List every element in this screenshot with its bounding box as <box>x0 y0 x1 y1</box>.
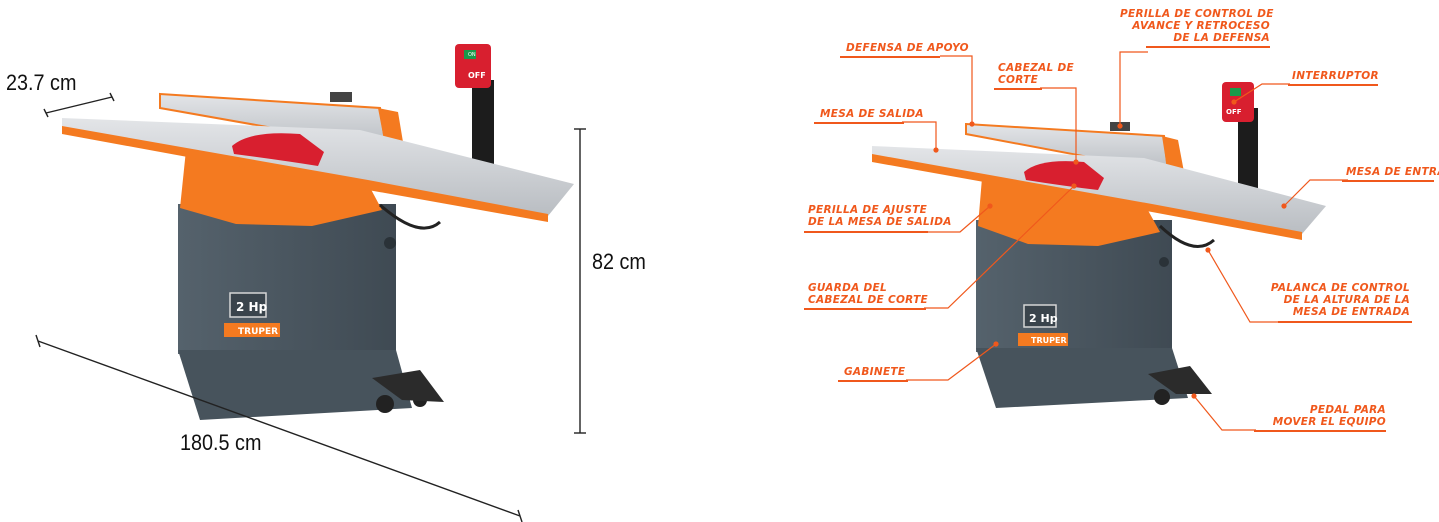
height-dimension-label: 82 cm <box>592 249 646 274</box>
cabinet-base <box>178 350 412 420</box>
cabinet <box>178 204 396 354</box>
label-pedal: PEDAL PARA MOVER EL EQUIPO <box>1272 404 1386 428</box>
switch-on-text: ON <box>468 52 476 58</box>
label-perilla-defensa: PERILLA DE CONTROL DE AVANCE Y RETROCESO… <box>1120 8 1274 44</box>
switch-off-text: OFF <box>468 71 486 80</box>
switch-post <box>472 80 494 168</box>
depth-dimension-label: 23.7 cm <box>6 70 77 95</box>
hp-badge-right: 2 Hp <box>1029 312 1058 325</box>
label-gabinete: GABINETE <box>844 366 906 378</box>
callout-leaders <box>902 51 1348 431</box>
label-palanca: PALANCA DE CONTROL DE LA ALTURA DE LA ME… <box>1270 282 1410 318</box>
label-perilla-ajuste: PERILLA DE AJUSTE DE LA MESA DE SALIDA <box>808 204 952 228</box>
jointer-left <box>62 44 574 420</box>
length-dimension-label: 180.5 cm <box>180 430 262 455</box>
jointer-right <box>872 82 1326 408</box>
label-cabezal-corte: CABEZAL DE CORTE <box>998 62 1074 86</box>
pedal <box>372 370 444 402</box>
tables-right <box>872 146 1326 234</box>
label-interruptor: INTERRUPTOR <box>1292 70 1379 82</box>
label-guarda: GUARDA DEL CABEZAL DE CORTE <box>808 282 929 306</box>
switch-post-right <box>1238 108 1258 192</box>
dimension-lines <box>35 92 586 522</box>
tables <box>62 118 574 216</box>
cutter-guard <box>232 133 324 166</box>
switch-off-text-right: OFF <box>1226 108 1242 116</box>
brand-plate-right: TRUPER <box>1031 336 1067 345</box>
pedal-right <box>1148 366 1212 394</box>
brand-plate: TRUPER <box>238 327 278 337</box>
label-defensa-apoyo: DEFENSA DE APOYO <box>846 42 969 54</box>
cutter-guard-right <box>1024 161 1104 190</box>
label-mesa-entrada: MESA DE ENTRADA <box>1346 166 1439 178</box>
label-mesa-salida: MESA DE SALIDA <box>820 108 924 120</box>
hp-badge: 2 Hp <box>236 300 268 314</box>
